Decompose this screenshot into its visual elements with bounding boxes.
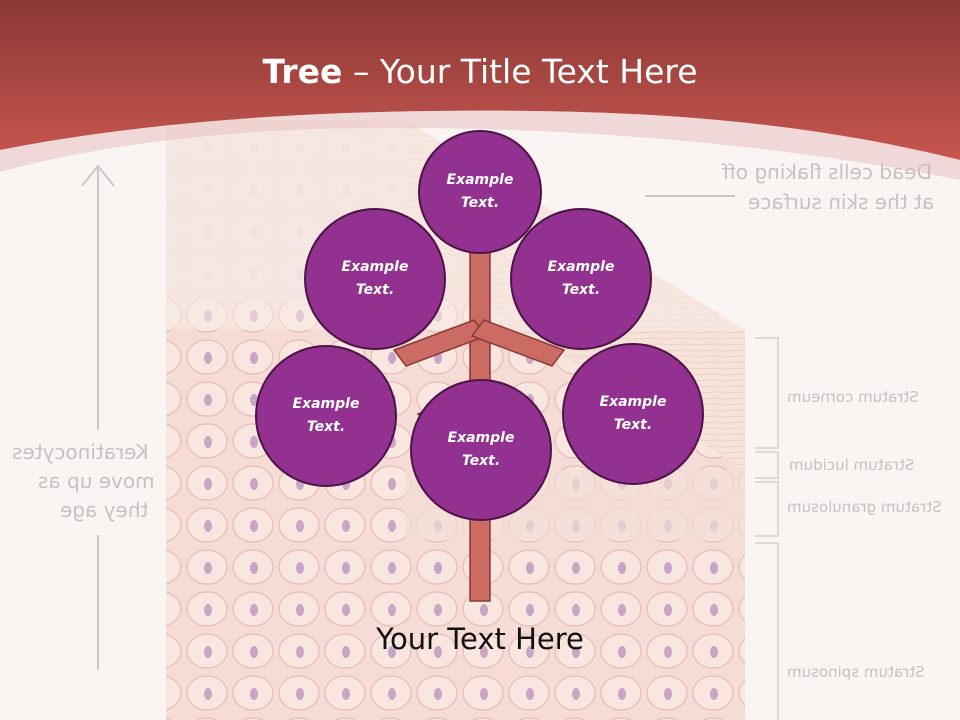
- page-title: Tree – Your Title Text Here: [0, 52, 960, 91]
- title-rest: – Your Title Text Here: [342, 52, 698, 91]
- tree-node-center: Example Text.: [410, 379, 552, 521]
- tree-node-upper-left: Example Text.: [304, 208, 446, 350]
- header-band: [0, 0, 960, 180]
- tree-node-lower-left: Example Text.: [255, 345, 397, 487]
- tree-node-upper-left-label: Example Text.: [341, 259, 409, 298]
- title-bold: Tree: [262, 52, 343, 91]
- tree-node-lower-right: Example Text.: [562, 343, 704, 485]
- tree-node-upper-right: Example Text.: [510, 208, 652, 350]
- tree-node-lower-right-label: Example Text.: [599, 394, 667, 433]
- tree-node-top-label: Example Text.: [446, 172, 514, 211]
- tree-node-lower-left-label: Example Text.: [292, 396, 360, 435]
- tree-node-top: Example Text.: [418, 130, 542, 254]
- tree-node-center-label: Example Text.: [447, 430, 515, 469]
- tree-node-upper-right-label: Example Text.: [547, 259, 615, 298]
- footer-text: Your Text Here: [376, 622, 584, 656]
